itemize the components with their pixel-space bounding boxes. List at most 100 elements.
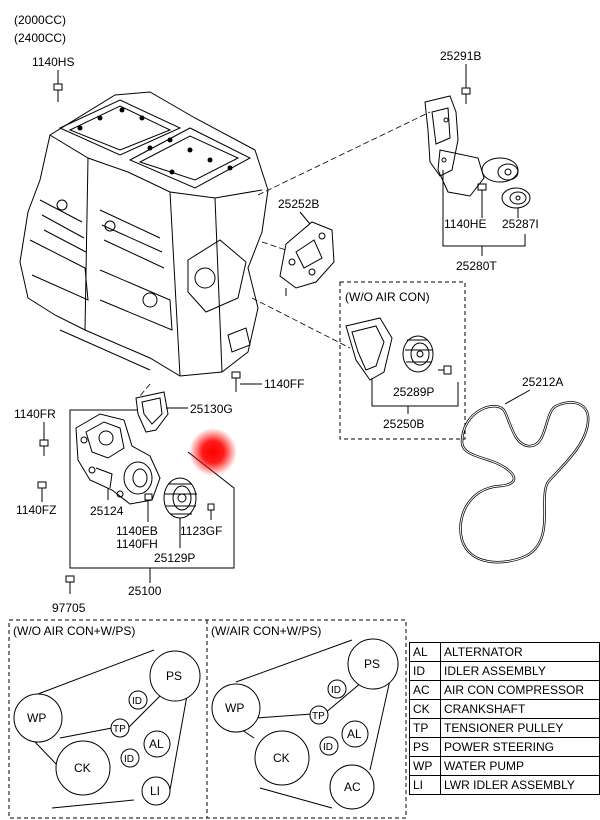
belt-layout-2-pulley-labels: PS ID WP TP AL ID CK AC: [225, 657, 380, 794]
part-label-25130g: 25130G: [190, 402, 233, 416]
pulley-label-ps: PS: [364, 657, 380, 671]
pulley-label-tp: TP: [113, 724, 126, 735]
part-label-25287i: 25287I: [502, 217, 539, 231]
legend-desc: AIR CON COMPRESSOR: [440, 680, 600, 700]
part-label-25280t: 25280T: [456, 259, 497, 273]
part-label-1140hs: 1140HS: [32, 55, 74, 69]
part-label-1140fh: 1140FH: [116, 537, 158, 551]
water-pump-drawing: [75, 413, 161, 505]
legend-code: AC: [409, 680, 441, 700]
pulley-label-wp: WP: [225, 701, 244, 715]
reference-line-idler: [251, 297, 351, 349]
wo-air-con-label: (W/O AIR CON): [345, 290, 430, 304]
reference-line-bracket: [261, 241, 287, 251]
pulley-label-ps: PS: [166, 669, 182, 683]
highlight-marker: [189, 428, 237, 476]
legend-code: PS: [409, 737, 441, 757]
leader-25252b: [299, 211, 311, 225]
legend-desc: TENSIONER PULLEY: [440, 718, 600, 738]
bolt-1140fz-icon: [37, 481, 47, 498]
engine-block: [19, 91, 269, 377]
part-label-1140fr: 1140FR: [14, 407, 56, 421]
legend-desc: ALTERNATOR: [440, 642, 600, 662]
legend-row: ID IDLER ASSEMBLY: [409, 661, 600, 681]
legend-row: LI LWR IDLER ASSEMBLY: [409, 775, 600, 795]
part-label-25291b: 25291B: [440, 49, 481, 63]
pulley-label-tp: TP: [312, 711, 325, 722]
legend-row: WP WATER PUMP: [409, 756, 600, 776]
engine-variant-2000: (2000CC): [14, 13, 66, 27]
legend-desc: CRANKSHAFT: [440, 699, 600, 719]
part-label-1140eb: 1140EB: [116, 524, 158, 538]
legend-code: AL: [409, 642, 441, 662]
pulley-label-li: LI: [150, 784, 160, 798]
pulley-label-id: ID: [331, 685, 341, 696]
pulley-label-al: AL: [149, 737, 164, 751]
pulley-label-wp: WP: [27, 711, 46, 725]
part-label-1140ff: 1140FF: [264, 377, 304, 391]
bracket-water-pump-assembly: [69, 409, 235, 569]
pump-pulley-drawing: [163, 477, 197, 519]
drive-belt-drawing: [459, 401, 590, 564]
pulley-label-ck: CK: [273, 751, 290, 765]
legend-desc: IDLER ASSEMBLY: [440, 661, 600, 681]
bracket-25252b-drawing: [279, 221, 335, 296]
part-label-25100: 25100: [128, 584, 162, 598]
leader-25212a: [504, 389, 531, 405]
part-label-25250b: 25250B: [383, 417, 424, 431]
pulley-label-id: ID: [132, 696, 142, 707]
bracket-25250b: [371, 378, 459, 407]
part-label-25124: 25124: [90, 504, 124, 518]
part-label-25129p: 25129P: [154, 551, 195, 565]
legend-row: PS POWER STEERING: [409, 737, 600, 757]
engine-variant-2400: (2400CC): [14, 31, 66, 45]
legend-code: WP: [409, 756, 441, 776]
reference-line-pump: [139, 383, 151, 397]
bolt-1140fr-icon: [39, 439, 49, 456]
legend-row: CK CRANKSHAFT: [409, 699, 600, 719]
pulley-label-al: AL: [347, 727, 362, 741]
belt-layout-1-title: (W/O AIR CON+W/PS): [13, 624, 135, 638]
legend-desc: POWER STEERING: [440, 737, 600, 757]
bracket-25280t: [442, 170, 526, 247]
part-label-25212a: 25212A: [522, 375, 563, 389]
part-label-97705: 97705: [52, 601, 86, 615]
bolt-1123gf-icon: [207, 503, 215, 520]
pulley-label-id: ID: [124, 754, 134, 765]
legend-code: LI: [409, 775, 441, 795]
legend-code: TP: [409, 718, 441, 738]
bolt-1140hs-icon: [53, 83, 63, 102]
pulley-label-ck: CK: [74, 761, 91, 775]
legend-desc: WATER PUMP: [440, 756, 600, 776]
part-label-1140he: 1140HE: [444, 217, 486, 231]
legend-row: TP TENSIONER PULLEY: [409, 718, 600, 738]
legend-code: CK: [409, 699, 441, 719]
belt-layout-2: (W/AIR CON+W/PS) PS ID WP TP AL ID: [211, 624, 399, 810]
belt-layout-2-pulleys: [211, 638, 399, 810]
part-label-1123gf: 1123GF: [180, 524, 222, 538]
tensioner-assembly-drawing: [424, 95, 531, 209]
belt-layout-1-pulley-labels: PS ID WP TP AL ID CK LI: [27, 669, 182, 798]
part-label-25252b: 25252B: [278, 197, 319, 211]
bolt-1140ff-icon: [231, 371, 241, 392]
wo-air-con-box: [339, 281, 466, 440]
engine-bolt-heads: [77, 107, 233, 175]
belt-layout-1-belt: [13, 649, 189, 809]
part-label-1140fz: 1140FZ: [16, 503, 56, 517]
legend-desc: LWR IDLER ASSEMBLY: [440, 775, 600, 795]
part-label-25289p: 25289P: [393, 385, 434, 399]
reference-line-tensioner: [257, 111, 431, 196]
belt-layout-1: (W/O AIR CON+W/PS) PS ID WP TP AL ID: [13, 624, 201, 809]
bolt-25291b-icon: [461, 87, 471, 104]
pulley-legend-table: AL ALTERNATOR ID IDLER ASSEMBLY AC AIR C…: [409, 642, 600, 795]
legend-code: ID: [409, 661, 441, 681]
idler-bracket-drawing: [345, 317, 452, 381]
bolt-1140eb-icon: [144, 493, 153, 512]
belt-layout-1-pulleys: [13, 650, 201, 806]
belt-layout-2-title: (W/AIR CON+W/PS): [211, 624, 321, 638]
pulley-label-ac: AC: [344, 780, 361, 794]
gasket-25130g-drawing: [135, 391, 169, 433]
legend-row: AC AIR CON COMPRESSOR: [409, 680, 600, 700]
pulley-label-id: ID: [323, 742, 333, 753]
